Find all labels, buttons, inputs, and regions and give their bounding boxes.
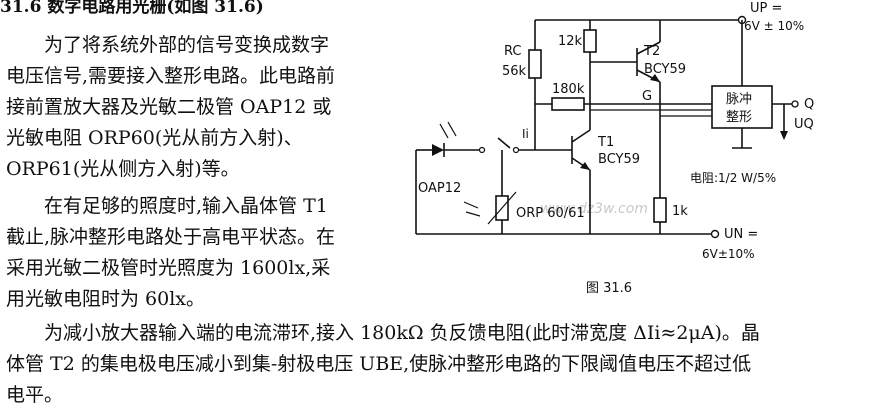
resistor-note: 电阻:1/2 W/5% bbox=[690, 171, 776, 185]
resistor-180k bbox=[551, 97, 585, 111]
g-label: G bbox=[642, 89, 652, 104]
q-terminal bbox=[791, 100, 799, 108]
pulse-shaper-label-2: 整形 bbox=[726, 110, 752, 125]
text-line: 体管 T2 的集电极电压减小到集-射极电压 UBE,使脉冲整形电路的下限阈值电压… bbox=[6, 353, 752, 375]
un-label: UN = bbox=[724, 227, 758, 242]
resistor-1k bbox=[653, 197, 667, 223]
t2-collector bbox=[636, 41, 661, 55]
switch-blade bbox=[497, 137, 511, 149]
r12k-label: 12k bbox=[558, 34, 583, 49]
q-label: Q bbox=[804, 97, 814, 112]
figure-caption: 图 31.6 bbox=[586, 281, 632, 296]
text-line: 用光敏电阻时为 60lx。 bbox=[6, 288, 206, 310]
photodiode-symbol bbox=[432, 144, 444, 156]
text-line: ORP61(光从侧方入射)等。 bbox=[6, 158, 240, 180]
ii-label: Ii bbox=[522, 127, 529, 141]
t2-type: BCY59 bbox=[644, 62, 686, 77]
orp-label: ORP 60/61 bbox=[516, 206, 585, 221]
switch-contact bbox=[478, 146, 486, 154]
t2-name: T2 bbox=[643, 44, 660, 59]
light-ray bbox=[439, 123, 449, 139]
light-ray bbox=[463, 201, 479, 209]
rc-value: 56k bbox=[502, 64, 527, 79]
r1k-label: 1k bbox=[672, 204, 688, 219]
t1-collector bbox=[571, 129, 591, 143]
section-header: 31.6 数字电路用光栅(如图 31.6) bbox=[0, 0, 264, 17]
paragraph-3: 为减小放大器输入端的电流滞环,接入 180kΩ 负反馈电阻(此时滞宽度 ΔIi≈… bbox=[6, 318, 886, 411]
text-line: 电压信号,需要接入整形电路。此电路前 bbox=[6, 65, 336, 87]
t1-type: BCY59 bbox=[598, 152, 640, 167]
t2-emitter-arrow bbox=[650, 74, 660, 82]
text-line: 为了将系统外部的信号变换成数字 bbox=[44, 34, 330, 56]
paragraph-1: 为了将系统外部的信号变换成数字 电压信号,需要接入整形电路。此电路前 接前置放大… bbox=[6, 30, 426, 185]
watermark: www.dz3w.com bbox=[540, 201, 648, 217]
text-line: 截止,脉冲整形电路处于高电平状态。在 bbox=[6, 226, 336, 248]
paragraph-2: 在有足够的照度时,输入晶体管 T1 截止,脉冲整形电路处于高电平状态。在 采用光… bbox=[6, 191, 426, 315]
rc-label: RC bbox=[504, 44, 521, 59]
uq-arrow bbox=[780, 131, 788, 140]
un-terminal bbox=[710, 229, 720, 239]
switch-pivot bbox=[512, 146, 520, 154]
un-value: 6V±10% bbox=[702, 247, 755, 261]
circuit-diagram: www.dz3w.com UP = 6V ± 10% RC 56k 12k T2… bbox=[415, 1, 814, 296]
text-line: 采用光敏二极管时光照度为 1600lx,采 bbox=[6, 257, 331, 279]
text-line: 电平。 bbox=[6, 384, 64, 406]
uq-label: UQ bbox=[794, 117, 814, 132]
text-line: 为减小放大器输入端的电流滞环,接入 180kΩ 负反馈电阻(此时滞宽度 ΔIi≈… bbox=[44, 322, 760, 344]
light-ray bbox=[447, 121, 457, 137]
r180k-label: 180k bbox=[552, 82, 585, 97]
oap12-label: OAP12 bbox=[418, 181, 461, 196]
photoresistor-arrow bbox=[487, 191, 517, 225]
text-line: 光敏电阻 ORP60(光从前方入射)、 bbox=[6, 127, 303, 149]
light-ray bbox=[465, 211, 481, 217]
t1-emitter-arrow bbox=[580, 162, 590, 170]
text-line: 接前置放大器及光敏二极管 OAP12 或 bbox=[6, 96, 332, 118]
up-value: 6V ± 10% bbox=[744, 19, 804, 33]
pulse-shaper-label-1: 脉冲 bbox=[726, 92, 752, 107]
resistor-rc bbox=[528, 49, 542, 79]
up-label: UP = bbox=[750, 1, 782, 16]
t1-name: T1 bbox=[597, 135, 614, 150]
resistor-12k bbox=[583, 29, 597, 53]
text-line: 在有足够的照度时,输入晶体管 T1 bbox=[44, 195, 328, 217]
